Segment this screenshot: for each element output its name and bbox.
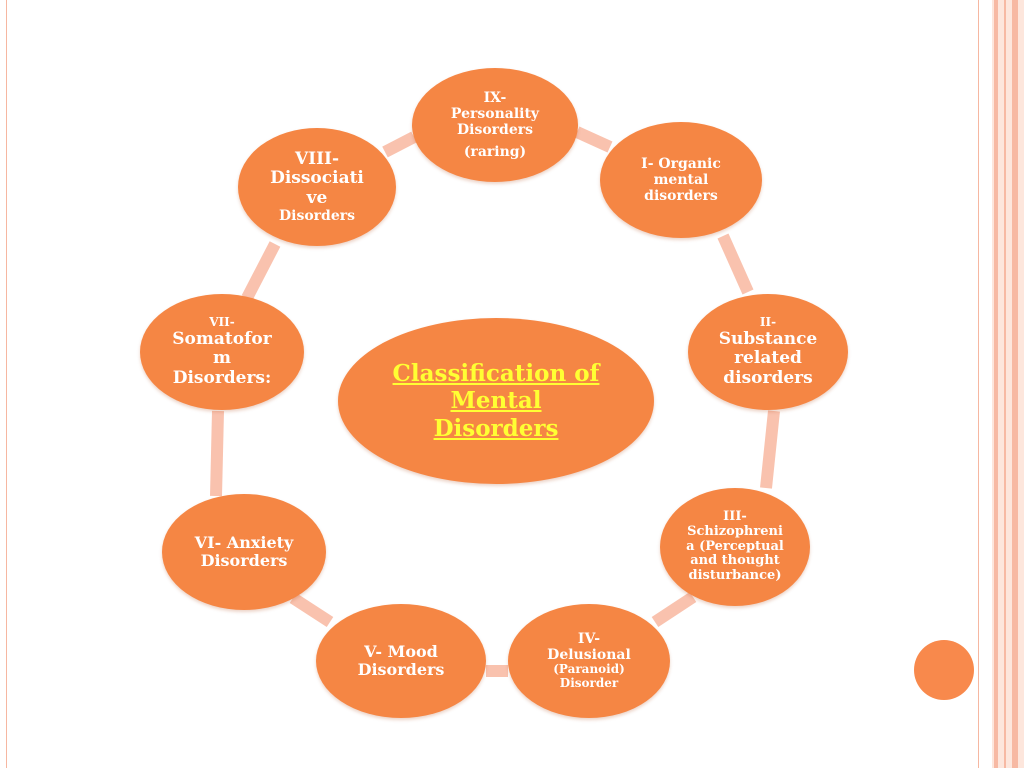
node-vii-line-2: Somatofor	[172, 328, 272, 349]
connector-iii-iv	[651, 591, 697, 628]
node-viii-line-1: VIII-	[294, 148, 340, 169]
connector-v-vi	[289, 592, 334, 628]
connector-vii-viii	[241, 241, 281, 301]
node-v-line-1: V- Mood	[364, 641, 438, 661]
node-i-organic-mental-disorders: I- Organic mental disorders	[600, 122, 762, 238]
node-vi-line-2: Disorders	[200, 551, 288, 570]
node-ix-line-2: Personality	[450, 105, 540, 122]
node-ii-substance-related-disorders: II- Substance related disorders	[688, 294, 848, 410]
node-ii-line-4: disorders	[723, 367, 813, 388]
node-vi-line-1: VI- Anxiety	[194, 532, 294, 552]
node-vii-line-3: m	[213, 348, 231, 369]
node-iv-line-3: (Paranoid)	[553, 662, 625, 677]
connector-ii-iii	[760, 410, 780, 489]
node-ix-line-1: IX-	[483, 89, 507, 106]
node-ii-line-2: Substance	[718, 328, 818, 349]
node-viii-line-4: Disorders	[278, 208, 355, 225]
node-iii-line-1: III-	[723, 508, 747, 524]
node-vii-line-1: VII-	[209, 314, 235, 329]
node-viii-line-3: ve	[306, 187, 328, 208]
node-vii-line-4: Disorders:	[172, 367, 272, 388]
connector-viii-ix	[382, 131, 417, 158]
node-iii-line-2: Schizophreni	[687, 523, 783, 539]
node-vii-somatoform-disorders: VII- Somatofor m Disorders:	[140, 294, 304, 410]
center-title-line-3: Disorders	[433, 414, 559, 442]
node-i-line-3: disorders	[644, 188, 718, 205]
decorative-circle	[914, 640, 974, 700]
node-iii-line-3: a (Perceptual	[686, 538, 784, 554]
node-iv-line-4: Disorder	[559, 676, 619, 691]
node-i-line-1: I- Organic	[641, 155, 721, 172]
right-border-stripe	[1012, 0, 1018, 768]
node-iii-schizophrenia: III- Schizophreni a (Perceptual and thou…	[660, 488, 810, 606]
connector-i-ii	[717, 233, 754, 295]
node-iv-line-1: IV-	[577, 631, 601, 648]
node-ix-personality-disorders: IX- Personality Disorders (raring)	[412, 68, 578, 182]
center-title-line-2: Mental	[450, 387, 542, 415]
node-ii-line-1: II-	[759, 314, 777, 329]
connector-ix-i	[574, 126, 613, 153]
node-viii-line-2: Dissociati	[270, 168, 364, 189]
center-title-line-1: Classification of	[392, 359, 600, 387]
node-i-line-2: mental	[653, 171, 709, 188]
node-ix-line-3: Disorders	[456, 122, 533, 138]
center-node-classification: Classification of Mental Disorders	[338, 318, 654, 484]
node-iv-delusional-disorder: IV- Delusional (Paranoid) Disorder	[508, 604, 670, 718]
node-iii-line-5: disturbance)	[688, 568, 782, 584]
node-iv-line-2: Delusional	[547, 647, 631, 664]
node-viii-dissociative-disorders: VIII- Dissociati ve Disorders	[238, 128, 396, 246]
node-iii-line-4: and thought	[690, 553, 780, 569]
left-border-line	[6, 0, 7, 768]
right-border-stripe	[1004, 0, 1006, 768]
right-border-stripe	[994, 0, 998, 768]
node-ii-line-3: related	[734, 348, 802, 369]
node-ix-line-4: (raring)	[463, 144, 527, 161]
node-v-mood-disorders: V- Mood Disorders	[316, 604, 486, 718]
node-vi-anxiety-disorders: VI- Anxiety Disorders	[162, 494, 326, 610]
right-border-line	[978, 0, 979, 768]
node-v-line-2: Disorders	[357, 660, 445, 679]
connector-vi-vii	[210, 410, 224, 497]
